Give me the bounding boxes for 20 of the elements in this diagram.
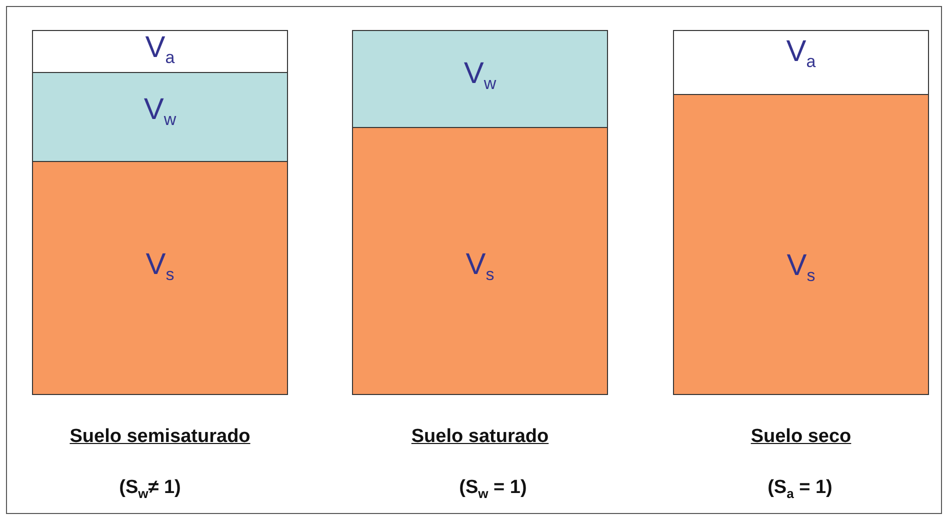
column-caption: Suelo saturado — [411, 426, 549, 448]
volume-symbol: V$_{s}$ — [146, 250, 174, 286]
volume-block — [352, 30, 608, 128]
column-caption: Suelo semisaturado — [70, 426, 250, 448]
saturation-formula: (S$_{w}$≠ 1) — [119, 477, 181, 501]
volume-block — [32, 30, 288, 73]
saturation-formula: (S$_{a}$ = 1) — [768, 477, 832, 501]
volume-symbol: V$_{s}$ — [786, 251, 816, 287]
volume-block — [32, 72, 288, 162]
volume-symbol: V$_{a}$ — [786, 37, 816, 73]
volume-symbol: V$_{w}$ — [464, 59, 496, 95]
volume-symbol: V$_{s}$ — [466, 250, 494, 286]
volume-symbol: V$_{a}$ — [145, 33, 175, 69]
saturation-formula: (S$_{w}$ = 1) — [459, 477, 527, 501]
volume-block — [32, 161, 288, 395]
volume-block — [673, 30, 929, 95]
column-caption: Suelo seco — [750, 426, 852, 448]
volume-symbol: V$_{w}$ — [144, 95, 176, 131]
volume-block — [352, 127, 608, 395]
volume-block — [673, 94, 929, 395]
